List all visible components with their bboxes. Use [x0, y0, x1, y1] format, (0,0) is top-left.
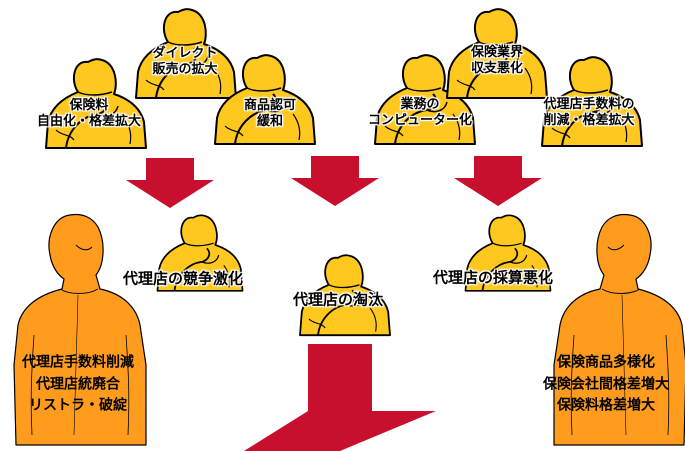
factor-industry-balance: 保険業界収支悪化 [470, 44, 524, 76]
factor-computerization: 業務のコンピューター化 [367, 96, 473, 128]
down-arrow-icon [454, 156, 542, 206]
factor-premium-liberalization: 保険料自由化・格差拡大 [36, 97, 142, 129]
outcome-elimination: 代理店の淘汰 [292, 290, 384, 309]
factor-product-approval: 商品認可緩和 [243, 97, 297, 129]
outcome-profitability: 代理店の採算悪化 [432, 268, 554, 287]
factor-commission-cut: 代理店手数料の削減・格差拡大 [543, 96, 635, 128]
results-left: 代理店手数料削減 代理店統廃合 リストラ・破綻 [22, 354, 134, 414]
results-right: 保険商品多様化 保険会社間格差増大 保険料格差増大 [543, 354, 669, 414]
outcome-competition: 代理店の競争激化 [122, 269, 244, 288]
down-arrow-icon [244, 344, 436, 451]
down-arrow-icon [126, 158, 214, 208]
factor-direct-sales: ダイレクト販売の拡大 [152, 45, 218, 77]
down-arrow-icon [291, 156, 379, 206]
